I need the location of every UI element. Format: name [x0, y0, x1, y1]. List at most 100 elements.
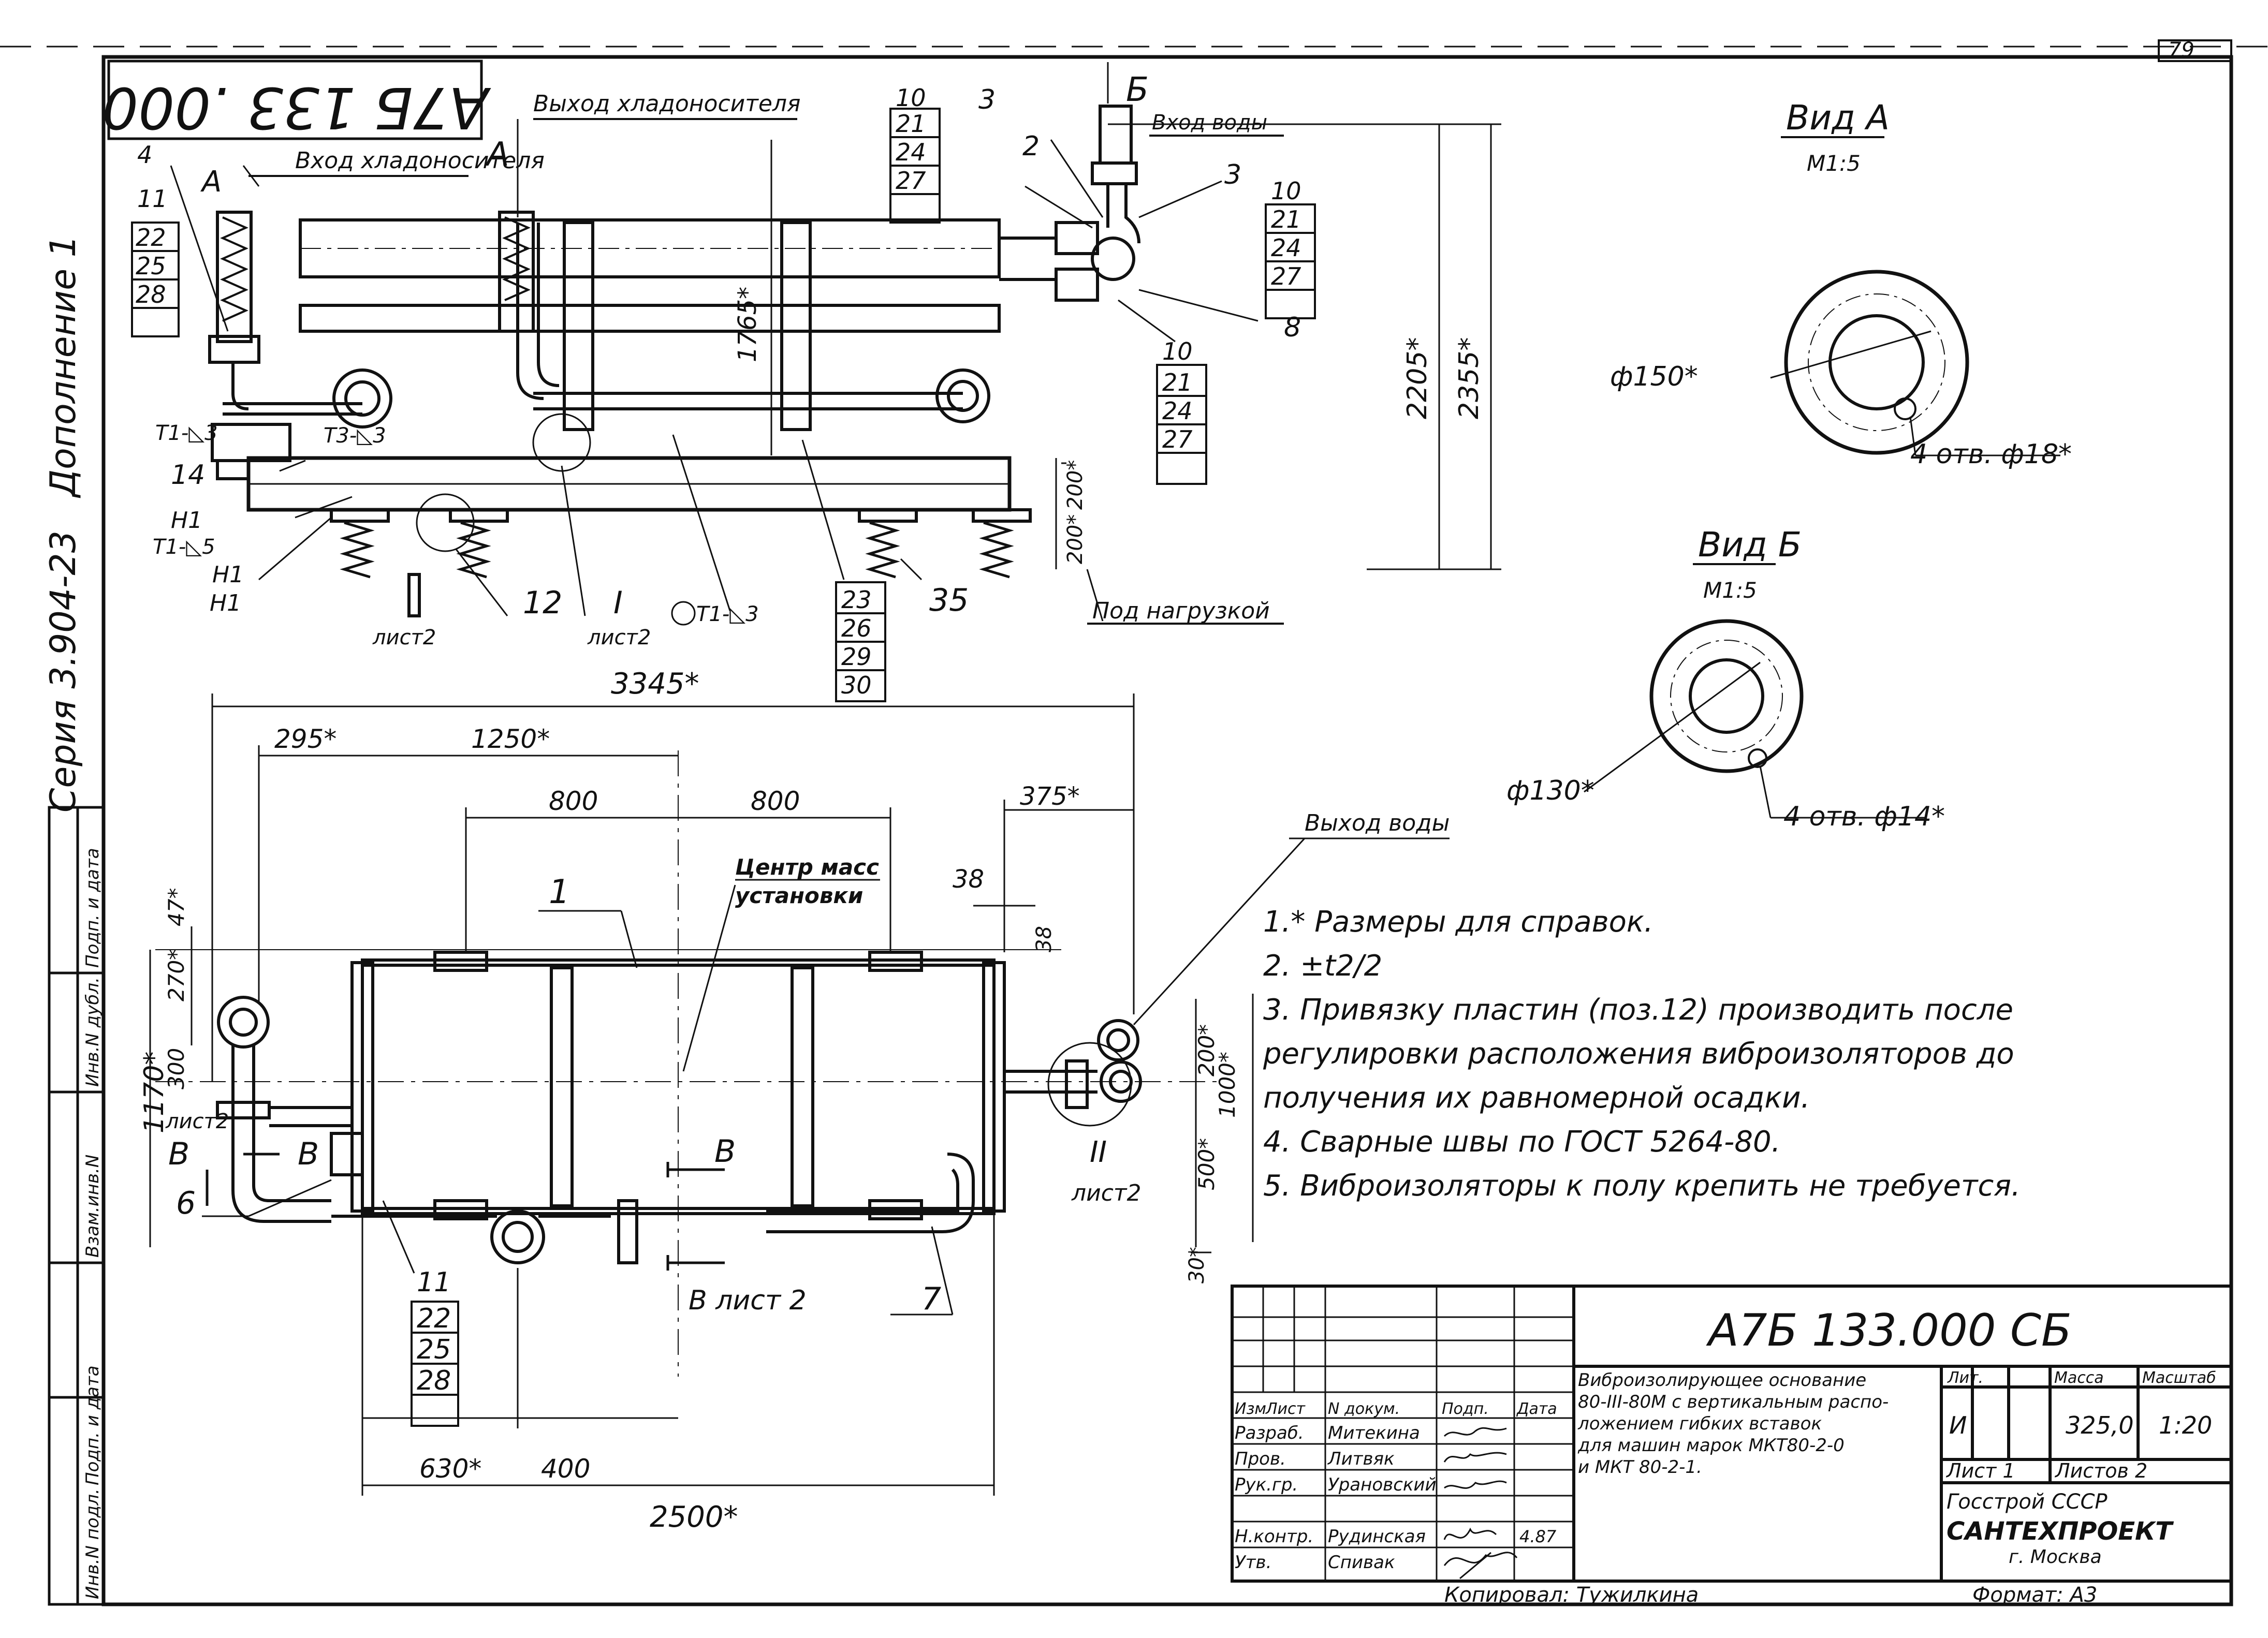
callout-top-27: 27 [896, 167, 926, 195]
note-5: 5. Виброизоляторы к полу крепить не треб… [1263, 1169, 2021, 1203]
hdr-doc: N докум. [1328, 1400, 1400, 1418]
arrow-b-left: В [168, 1136, 189, 1172]
view-a-drawing [1770, 136, 2060, 456]
callout-bt-30: 30 [841, 671, 872, 699]
view-b-holes: 4 отв. ф14* [1783, 801, 1945, 832]
desc-line-5: и МКТ 80-2-1. [1578, 1457, 1702, 1478]
callout-22: 22 [136, 224, 166, 252]
callout-6: 6 [176, 1185, 196, 1221]
center-of-mass-label: Центр масс [735, 854, 879, 880]
desc-line-1: Виброизолирующее основание [1578, 1370, 1866, 1391]
view-b-arrow: Б [1126, 71, 1149, 109]
callout-25: 25 [136, 252, 166, 280]
sheets-label: Листов 2 [2054, 1459, 2147, 1482]
page-number: 79 [2168, 38, 2194, 62]
weld-t1-b: Т1-◺5 [153, 535, 215, 559]
note-4: 4. Сварные швы по ГОСТ 5264-80. [1263, 1125, 1780, 1159]
plan-labels: 3345* 295* 1250* 800 800 375* 38 38 47* … [139, 667, 1450, 1534]
note-3-cont-2: получения их равномерной осадки. [1263, 1081, 1810, 1115]
callout-3-top: 3 [978, 84, 996, 115]
callout-8: 8 [1284, 312, 1301, 343]
rotated-stamp: А7Б 133 .000 [102, 75, 491, 141]
copied-by: Копировал: Тужилкина [1444, 1583, 1699, 1607]
callout-3-right: 3 [1224, 159, 1241, 190]
dim-1250: 1250* [471, 724, 550, 754]
arrow-b-left-2: В [298, 1136, 319, 1172]
weld-t1-c: Т1-◺3 [696, 602, 759, 626]
callout-pl-25: 25 [417, 1334, 451, 1365]
callout-rb-21: 21 [1162, 368, 1193, 396]
stamp-cell-3: Взам.инв.N [82, 1155, 103, 1258]
mass-value: 325,0 [2066, 1411, 2134, 1439]
role-1: Разраб. [1235, 1423, 1304, 1443]
series-label: Серия 3.904-23 [43, 530, 84, 813]
desc-line-4: для машин марок МКТ80-2-0 [1577, 1435, 1845, 1456]
callout-bt-26: 26 [841, 614, 872, 642]
dim-2355: 2355* [1454, 337, 1485, 419]
plan-view [149, 693, 1450, 1496]
dim-1170: 1170* [139, 1052, 170, 1133]
dim-800-b: 800 [751, 786, 800, 816]
lit-value: И [1949, 1411, 1967, 1439]
note-1: 1.* Размеры для справок. [1263, 905, 1654, 939]
dim-3345: 3345* [611, 667, 699, 701]
sheet2-ref-a: лист2 [372, 626, 436, 650]
callout-h1-c: Н1 [210, 590, 241, 616]
view-b-title: Вид Б [1698, 525, 1802, 565]
name-1: Митекина [1328, 1423, 1420, 1443]
view-a-scale: М1:5 [1807, 151, 1861, 176]
org-line-1: Госстрой СССР [1947, 1490, 2108, 1514]
section-b-top: В [714, 1133, 736, 1170]
dim-400: 400 [541, 1454, 590, 1484]
scale-value: 1:20 [2159, 1411, 2212, 1439]
callout-pl-28: 28 [417, 1365, 451, 1396]
hdr-date: Дата [1516, 1400, 1557, 1418]
elevation-labels: Выход хладоносителя Вход хладоносителя В… [136, 71, 1485, 699]
dim-295: 295* [274, 724, 336, 754]
callout-2: 2 [1022, 131, 1040, 162]
callout-top-21: 21 [896, 110, 926, 138]
dim-270: 270* [164, 949, 189, 1001]
callout-4: 4 [137, 141, 152, 169]
center-of-mass-label-2: установки [735, 883, 863, 908]
sheet2-ref-b: лист2 [587, 626, 651, 650]
note-3: 3. Привязку пластин (поз.12) производить… [1263, 993, 2013, 1027]
signatures [1443, 1427, 1518, 1580]
addendum-label: Дополнение 1 [43, 235, 84, 498]
coolant-inlet-label: Вход хладоносителя [295, 147, 545, 174]
dim-200-lower: 200* [1063, 514, 1087, 564]
dim-630: 630* [419, 1454, 481, 1484]
callout-rb-24: 24 [1162, 397, 1193, 425]
dim-300: 300 [164, 1048, 189, 1089]
view-a-arrow-left: А [200, 165, 222, 199]
stamp-cell-2: Подп. и дата [82, 1365, 103, 1485]
callout-ra-24: 24 [1271, 234, 1301, 262]
title-block-text: А7Б 133.000 СБ Виброизолирующее основани… [1235, 1305, 2216, 1607]
callout-ra-27: 27 [1271, 262, 1301, 290]
water-inlet-label: Вход воды [1152, 111, 1267, 135]
role-4: Н.контр. [1235, 1526, 1313, 1547]
dim-200-upper: 200* [1063, 460, 1087, 510]
callout-28: 28 [136, 281, 166, 308]
role-2: Пров. [1235, 1449, 1286, 1469]
dim-2205: 2205* [1402, 337, 1433, 419]
middle-tube [299, 304, 1001, 333]
detail-II-label: II [1090, 1135, 1107, 1169]
elevation-view [131, 62, 1501, 702]
hdr-sign: Подп. [1442, 1400, 1489, 1418]
water-outlet-label: Выход воды [1305, 810, 1450, 836]
doc-code: А7Б 133.000 СБ [1706, 1305, 2072, 1356]
org-line-3: г. Москва [2009, 1546, 2102, 1568]
dim-500: 500* [1194, 1138, 1219, 1190]
callout-11: 11 [137, 185, 168, 213]
dim-800-a: 800 [549, 786, 598, 816]
desc-line-3: ложением гибких вставок [1577, 1413, 1822, 1434]
callout-pl-11: 11 [417, 1267, 451, 1298]
notes-block: 1.* Размеры для справок. 2. ±t2/2 3. При… [1263, 905, 2021, 1203]
under-load-label: Под нагрузкой [1092, 598, 1270, 624]
left-stamp-strip [48, 806, 105, 1606]
view-b-scale: М1:5 [1703, 578, 1757, 603]
title-block [1231, 1285, 2233, 1583]
dim-2500: 2500* [650, 1500, 738, 1534]
callout-top-10: 10 [896, 84, 926, 112]
